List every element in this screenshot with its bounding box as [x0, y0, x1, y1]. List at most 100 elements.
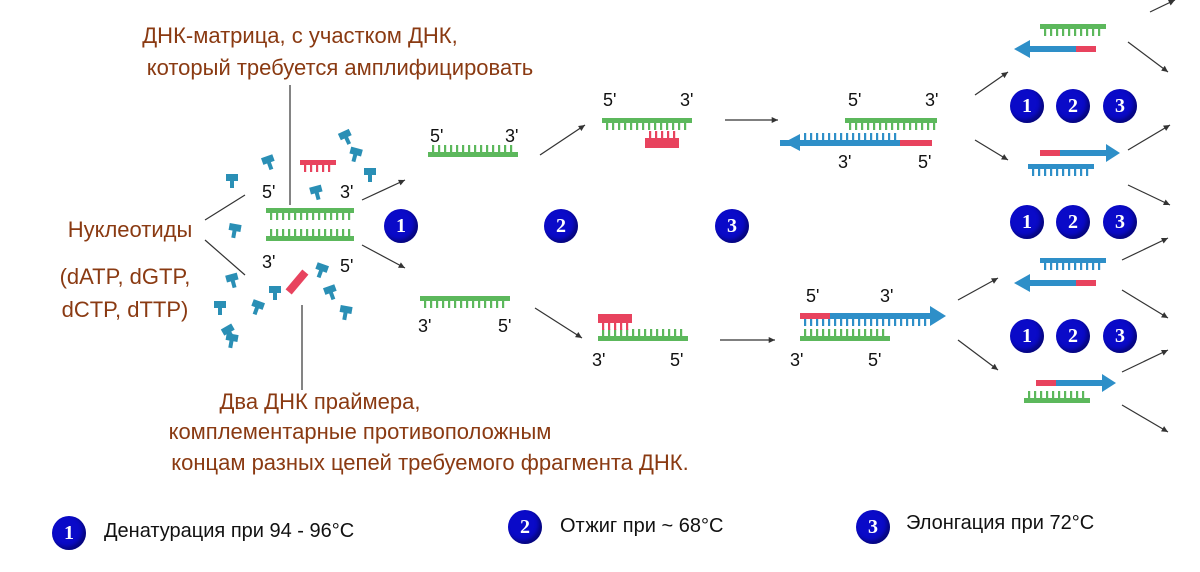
product-template-tooth: [1062, 29, 1065, 36]
single-strand-bottom-tooth: [448, 301, 451, 308]
template-strand-bottom-tooth: [318, 229, 321, 236]
elongation-new-strand-tooth: [846, 133, 849, 140]
product-new-strand: [1030, 280, 1096, 286]
legend-step-2-circle: 2: [508, 510, 542, 544]
single-strand-top-tooth: [480, 145, 483, 152]
end-label-3prime: 3': [925, 90, 939, 110]
annealed-primer-tooth: [602, 323, 605, 330]
process-arrow-head: [398, 262, 405, 268]
nucleotide: [226, 174, 238, 188]
nucleotides-pointer-line: [204, 239, 246, 276]
product-template-tooth: [1056, 29, 1059, 36]
elongation-new-strand-tooth: [852, 319, 855, 326]
template-strand-top-tooth: [348, 213, 351, 220]
elongation-template-bottom-tooth: [810, 329, 813, 336]
elongation-new-strand-tooth: [876, 133, 879, 140]
elongation-new-strand-tooth: [906, 319, 909, 326]
elongation-new-strand-tooth: [894, 133, 897, 140]
primers-label-line1: Два ДНК праймера,: [219, 389, 421, 414]
annealed-template-bottom-tooth: [674, 329, 677, 336]
product-template: [1024, 398, 1090, 403]
annealed-template-bottom-tooth: [644, 329, 647, 336]
elongation-primer: [900, 140, 932, 146]
nucleotide: [337, 128, 352, 145]
template-strand-bottom-tooth: [324, 229, 327, 236]
process-arrow-head: [1163, 125, 1170, 131]
product-template-tooth: [1056, 169, 1059, 176]
annealed-template-top-tooth: [648, 123, 651, 130]
annealed-template-bottom-tooth: [680, 329, 683, 336]
single-strand-top-tooth: [450, 145, 453, 152]
process-arrow: [974, 71, 1009, 96]
process-arrow: [1121, 237, 1169, 261]
elongation-template-bottom-tooth: [804, 329, 807, 336]
elongation-template-top-tooth: [891, 123, 894, 130]
elongation-new-strand-tooth: [858, 133, 861, 140]
template-strand-bottom-tooth: [306, 229, 309, 236]
end-label-3prime: 3': [838, 152, 852, 172]
process-arrow: [534, 307, 583, 339]
process-arrow-head: [991, 278, 998, 284]
annealed-template-bottom-tooth: [602, 329, 605, 336]
product-template-tooth: [1064, 391, 1067, 398]
elongation-template-top-tooth: [855, 123, 858, 130]
process-arrow-head: [1161, 349, 1168, 356]
annealed-template-bottom-tooth: [620, 329, 623, 336]
product-template-tooth: [1058, 391, 1061, 398]
step-3-circle: 3: [715, 209, 749, 243]
annealed-primer-tooth: [655, 131, 658, 138]
annealed-primer-tooth: [608, 323, 611, 330]
end-label-5prime: 5': [670, 350, 684, 370]
process-arrow: [539, 124, 586, 156]
primer-fragment-tooth: [328, 165, 331, 172]
annealed-template-top: [602, 118, 692, 123]
annealed-template-top-tooth: [636, 123, 639, 130]
process-arrow-head: [1161, 312, 1168, 318]
primer-fragment-tooth: [310, 165, 313, 172]
template-label-line1: ДНК-матрица, с участком ДНК,: [142, 23, 458, 48]
elongation-new-strand-tooth: [828, 133, 831, 140]
product-template-tooth: [1080, 263, 1083, 270]
template-strand-top-tooth: [330, 213, 333, 220]
nucleotide: [225, 272, 239, 289]
product-template-tooth: [1068, 169, 1071, 176]
nucleotides-pointer-line: [204, 194, 246, 221]
elongation-template-bottom-tooth: [852, 329, 855, 336]
product-template-tooth: [1086, 29, 1089, 36]
template-strand-top-tooth: [306, 213, 309, 220]
elongation-template-top-tooth: [915, 123, 918, 130]
end-label-5prime: 5': [498, 316, 512, 336]
product-template-tooth: [1082, 391, 1085, 398]
product-template-tooth: [1086, 263, 1089, 270]
annealed-primer-tooth: [620, 323, 623, 330]
process-arrow: [957, 277, 999, 301]
single-strand-top-tooth: [510, 145, 513, 152]
process-arrow-head: [578, 125, 585, 132]
annealed-primer-tooth: [673, 131, 676, 138]
product-template-tooth: [1046, 391, 1049, 398]
template-strand-bottom-tooth: [312, 229, 315, 236]
step-2-circle: 2: [1056, 319, 1090, 353]
primer-fragment-tooth: [304, 165, 307, 172]
elongation-template-top-tooth: [903, 123, 906, 130]
product-primer: [1036, 380, 1056, 386]
step-3-circle: 3: [1103, 89, 1137, 123]
template-label-line2: который требуется амплифицировать: [146, 55, 534, 80]
product-template-tooth: [1086, 169, 1089, 176]
end-label-5prime: 5': [430, 126, 444, 146]
template-strand-bottom-tooth: [288, 229, 291, 236]
product-template-tooth: [1076, 391, 1079, 398]
product-template-tooth: [1052, 391, 1055, 398]
annealed-template-bottom-tooth: [656, 329, 659, 336]
template-strand-bottom-tooth: [300, 229, 303, 236]
single-strand-top-tooth: [468, 145, 471, 152]
step-2-circle: 2: [544, 209, 578, 243]
product-template-tooth: [1074, 169, 1077, 176]
process-arrow-head: [771, 116, 778, 124]
annealed-template-top-tooth: [672, 123, 675, 130]
elongation-template-bottom-tooth: [870, 329, 873, 336]
elongation-new-strand-tooth: [882, 319, 885, 326]
template-strand-bottom-tooth: [282, 229, 285, 236]
single-strand-bottom-tooth: [454, 301, 457, 308]
single-strand-bottom-tooth: [484, 301, 487, 308]
